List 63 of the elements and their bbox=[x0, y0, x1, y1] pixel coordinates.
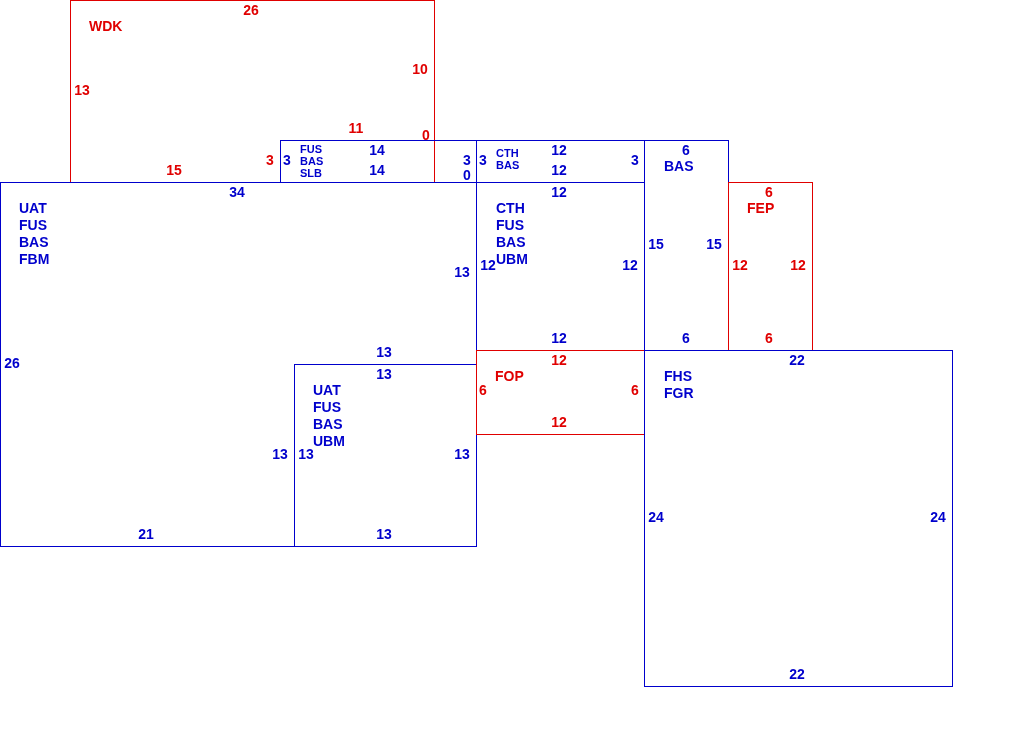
dimension-label: 12 bbox=[622, 257, 638, 273]
dimension-label: 6 bbox=[682, 330, 690, 346]
dimension-label: 12 bbox=[732, 257, 748, 273]
room-outline bbox=[294, 364, 477, 547]
room-code: UAT FUS BAS FBM bbox=[19, 200, 51, 268]
dimension-label: 3 bbox=[479, 152, 487, 168]
dimension-label: 12 bbox=[551, 414, 567, 430]
dimension-label: 26 bbox=[243, 2, 259, 18]
room-code: FUS BAS SLB bbox=[300, 143, 325, 179]
dimension-label: 10 bbox=[412, 61, 428, 77]
dimension-label: 0 bbox=[422, 127, 430, 143]
dimension-label: 13 bbox=[272, 446, 288, 462]
room-code: CTH FUS BAS UBM bbox=[496, 200, 529, 267]
room-code: FHS FGR bbox=[664, 368, 695, 402]
dimension-label: 34 bbox=[229, 184, 245, 200]
dimension-label: 3 bbox=[463, 152, 471, 168]
dimension-label: 11 bbox=[348, 120, 364, 136]
room-outline bbox=[728, 182, 813, 351]
dimension-label: 12 bbox=[551, 330, 567, 346]
dimension-label: 0 bbox=[463, 167, 471, 183]
dimension-label: 6 bbox=[765, 330, 773, 346]
dimension-label: 6 bbox=[682, 142, 690, 158]
room-outline bbox=[0, 182, 477, 547]
dimension-label: 21 bbox=[138, 526, 154, 542]
dimension-label: 12 bbox=[551, 184, 567, 200]
dimension-label: 6 bbox=[765, 184, 773, 200]
dimension-label: 15 bbox=[166, 162, 182, 178]
room-code: CTH BAS bbox=[496, 147, 521, 171]
dimension-label: 12 bbox=[551, 352, 567, 368]
room-code: FEP bbox=[747, 200, 776, 217]
room-code: BAS bbox=[664, 158, 695, 175]
dimension-label: 24 bbox=[930, 509, 946, 525]
room-code: UAT FUS BAS UBM bbox=[313, 382, 346, 449]
dimension-label: 12 bbox=[480, 257, 496, 273]
dimension-label: 13 bbox=[74, 82, 90, 98]
dimension-label: 22 bbox=[789, 352, 805, 368]
dimension-label: 13 bbox=[454, 446, 470, 462]
dimension-label: 13 bbox=[454, 264, 470, 280]
dimension-label: 3 bbox=[266, 152, 274, 168]
dimension-label: 3 bbox=[283, 152, 291, 168]
dimension-label: 6 bbox=[479, 382, 487, 398]
dimension-label: 3 bbox=[631, 152, 639, 168]
dimension-label: 6 bbox=[631, 382, 639, 398]
dimension-label: 22 bbox=[789, 666, 805, 682]
dimension-label: 15 bbox=[706, 236, 722, 252]
room-outline bbox=[280, 140, 477, 183]
dimension-label: 13 bbox=[376, 366, 392, 382]
dimension-label: 13 bbox=[376, 526, 392, 542]
dimension-label: 14 bbox=[369, 162, 385, 178]
dimension-label: 13 bbox=[298, 446, 314, 462]
dimension-label: 12 bbox=[551, 142, 567, 158]
dimension-label: 26 bbox=[4, 355, 20, 371]
room-code: FOP bbox=[495, 368, 525, 385]
room-outline bbox=[476, 350, 645, 435]
dimension-label: 12 bbox=[551, 162, 567, 178]
room-code: WDK bbox=[89, 18, 124, 35]
room-outline bbox=[644, 350, 953, 687]
dimension-label: 12 bbox=[790, 257, 806, 273]
dimension-label: 13 bbox=[376, 344, 392, 360]
dimension-label: 14 bbox=[369, 142, 385, 158]
room-outline bbox=[70, 0, 435, 183]
dimension-label: 15 bbox=[648, 236, 664, 252]
dimension-label: 24 bbox=[648, 509, 664, 525]
